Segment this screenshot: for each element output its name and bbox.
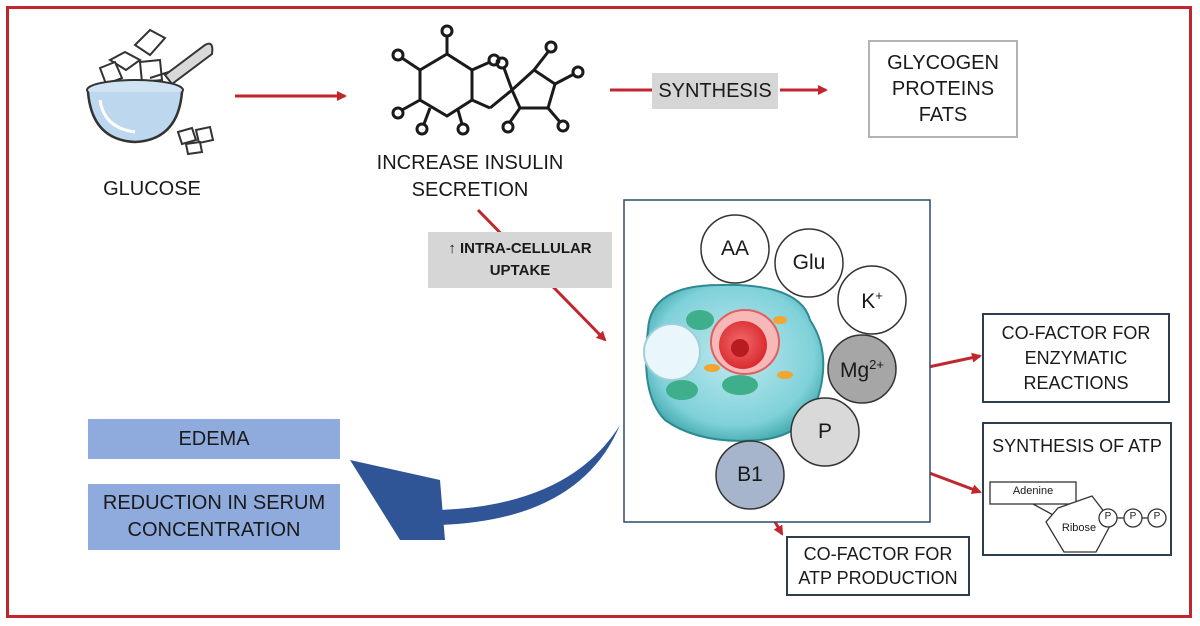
insulin-label-line2: SECRETION: [411, 179, 529, 201]
products-box: GLYCOGEN PROTEINS FATS: [868, 40, 1018, 138]
glu-circle: [774, 228, 844, 298]
p-circle: [790, 397, 860, 467]
ribose-label: Ribose: [1061, 522, 1097, 534]
enzymatic-line2: ENZYMATIC: [1024, 347, 1128, 368]
insulin-secretion-label: INCREASE INSULIN SECRETION: [370, 150, 570, 204]
k-ion-label: K+: [861, 288, 883, 313]
phosphate-1-label: P: [1104, 511, 1112, 522]
synthesis-label: SYNTHESIS: [658, 79, 772, 102]
sugar-bowl-icon: [86, 28, 215, 156]
b1-circle: [715, 440, 785, 510]
curved-arrow: [350, 425, 620, 540]
ion-circles: [700, 214, 907, 510]
synthesis-box: SYNTHESIS: [652, 73, 778, 109]
atp-molecule-diagram: [989, 481, 1167, 553]
enzymatic-box: CO-FACTOR FOR ENZYMATIC REACTIONS: [982, 313, 1170, 403]
atp-synthesis-box: SYNTHESIS OF ATP: [982, 422, 1172, 556]
uptake-box: ↑ INTRA-CELLULAR UPTAKE: [428, 232, 612, 288]
uptake-line2: UPTAKE: [489, 262, 551, 279]
k-circle: [837, 265, 907, 335]
insulin-label-line1: INCREASE INSULIN: [376, 152, 564, 174]
glucose-label: GLUCOSE: [103, 178, 201, 200]
aa-label: AA: [720, 237, 749, 260]
b1-label: B1: [737, 463, 763, 486]
edema-box: EDEMA: [88, 419, 340, 459]
edema-label: EDEMA: [178, 427, 250, 450]
reduction-line1: REDUCTION IN SERUM: [102, 492, 326, 514]
enzymatic-line1: CO-FACTOR FOR: [1001, 322, 1151, 343]
atp-title: SYNTHESIS OF ATP: [992, 436, 1162, 456]
product-proteins: PROTEINS: [891, 78, 995, 100]
mg-ion-label: Mg2+: [839, 357, 884, 382]
product-fats: FATS: [918, 104, 968, 126]
reduction-line2: CONCENTRATION: [127, 519, 301, 541]
p-label: P: [817, 420, 832, 443]
atp-production-line1: CO-FACTOR FOR: [803, 544, 953, 564]
mg-circle: [827, 334, 897, 404]
glu-label: Glu: [792, 251, 826, 274]
adenine-label: Adenine: [1012, 485, 1054, 497]
cell-illustration: [643, 283, 825, 442]
atp-production-box: CO-FACTOR FOR ATP PRODUCTION: [786, 536, 970, 596]
molecule-icon: [391, 24, 585, 136]
uptake-line1: ↑ INTRA-CELLULAR: [448, 240, 592, 257]
phosphate-2-label: P: [1129, 511, 1137, 522]
phosphate-3-label: P: [1153, 511, 1161, 522]
atp-production-line2: ATP PRODUCTION: [798, 568, 958, 588]
aa-circle: [700, 214, 770, 284]
enzymatic-line3: REACTIONS: [1023, 372, 1129, 393]
product-glycogen: GLYCOGEN: [887, 52, 999, 74]
reduction-box: REDUCTION IN SERUM CONCENTRATION: [88, 484, 340, 550]
